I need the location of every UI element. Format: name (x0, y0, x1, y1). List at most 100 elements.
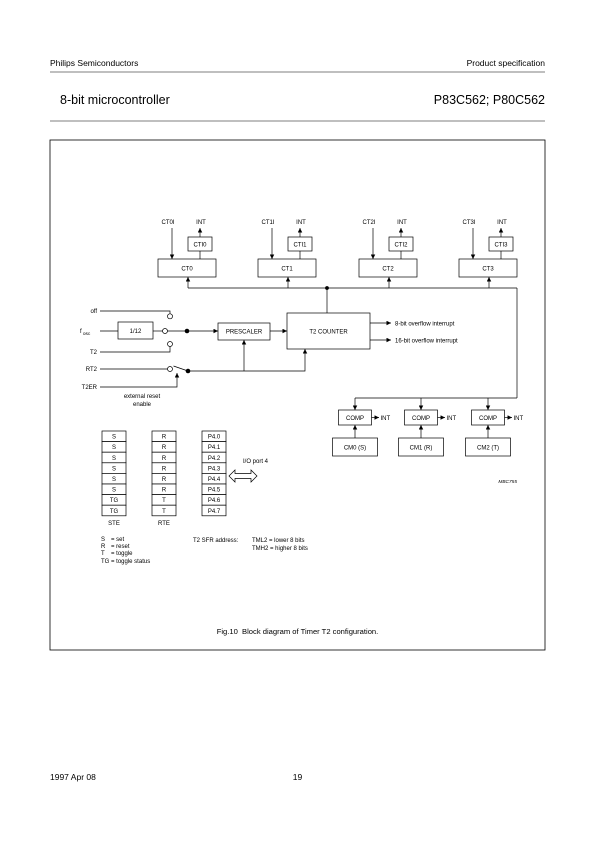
footer-date: 1997 Apr 08 (50, 772, 96, 782)
legend-text: = set (111, 537, 125, 543)
rte-cell-label: R (162, 477, 167, 483)
ste-cell-label: S (112, 435, 116, 441)
port4-cell-label: P4.3 (208, 466, 221, 472)
fosc-label: fosc (80, 329, 91, 337)
comparator-label: COMP (412, 416, 430, 422)
capture-flag-label: CTI0 (193, 243, 207, 249)
capture-flag-label: CTI2 (394, 243, 408, 249)
divider-box (117, 321, 154, 340)
port4-cell-label: P4.1 (208, 445, 221, 451)
off-line (100, 310, 171, 314)
rte-cell-label: R (162, 488, 167, 494)
compare-register-box (398, 437, 444, 457)
legend-key: R (101, 544, 106, 550)
company-name: Philips Semiconductors (50, 58, 138, 68)
legend-text: = toggle status (111, 559, 150, 565)
t2-contact (167, 341, 173, 347)
capture-interrupt-label: INT (296, 220, 306, 226)
rte-cell-label: R (162, 435, 167, 441)
page-header: Philips Semiconductors Product specifica… (50, 58, 546, 122)
off-label: off (90, 309, 97, 315)
legend-text: = toggle (111, 551, 133, 557)
port4-cell (201, 504, 227, 517)
t2-counter-box (286, 312, 371, 350)
reset-logic: RT2 T2ER external reset enable (82, 340, 308, 408)
document-type: Product specification (467, 58, 546, 68)
ste-cell-label: TG (110, 509, 119, 515)
overflow-16bit-label: 16-bit overflow interrupt (395, 339, 458, 345)
rte-cell-label: T (162, 498, 166, 504)
timer-core: PRESCALER T2 COUNTER 8-bit overflow inte… (217, 312, 458, 350)
t2-input-label: T2 (90, 350, 98, 356)
rte-cell-label: R (162, 466, 167, 472)
legend-key: S (101, 537, 105, 543)
legend-key: TG (101, 559, 110, 565)
sfr-label: T2 SFR address: (193, 538, 239, 544)
capture-input-label: CT2I (362, 220, 375, 226)
ste-cell-label: S (112, 466, 116, 472)
capture-interrupt-label: INT (497, 220, 507, 226)
capture-register-label: CT2 (382, 267, 394, 273)
capture-register-label: CT0 (181, 267, 193, 273)
t2er-line (100, 373, 180, 388)
page-footer: 1997 Apr 08 19 (50, 772, 302, 782)
rt2-contact (167, 366, 173, 372)
compare-register-label: CM0 (S) (344, 446, 366, 452)
reset-enable-note-line1: external reset (124, 394, 161, 400)
capture-input-label: CT0I (161, 220, 174, 226)
register-tables: SSSSSSTGTGRRRRRRTTP4.0P4.1P4.2P4.3P4.4P4… (101, 430, 227, 517)
comparator-label: COMP (346, 416, 364, 422)
ste-cell-label: S (112, 488, 116, 494)
sfr-high-byte: TMH2 = higher 8 bits (252, 546, 308, 552)
compare-unit-cm1: COMP INT CM1 (R) (398, 398, 457, 457)
page-number: 19 (293, 772, 303, 782)
figure-code: MBC755 (498, 479, 517, 485)
capture-interrupt-label: INT (397, 220, 407, 226)
compare-unit-cm2: COMP INT CM2 (T) (465, 398, 524, 457)
off-contact (167, 313, 173, 320)
prescaler-label: PRESCALER (226, 330, 263, 336)
t2er-label: T2ER (82, 385, 98, 391)
capture-flag-label: CTI1 (293, 243, 307, 249)
capture-input-label: CT3I (462, 220, 475, 226)
counter-bus (188, 286, 518, 399)
port4-label: I/O port 4 (243, 459, 269, 465)
capture-unit-ct0: CT0I INT CTI0 CT0 (157, 220, 217, 288)
compare-register-label: CM1 (R) (410, 446, 433, 452)
port4-table: P4.0P4.1P4.2P4.3P4.4P4.5P4.6P4.7 (201, 430, 227, 517)
port4-io: I/O port 4 (228, 459, 269, 483)
capture-unit-ct1: CT1I INT CTI1 CT1 (257, 220, 317, 288)
rte-cell-label: T (162, 509, 166, 515)
clock-selector: off fosc 1/12 T2 (80, 309, 218, 356)
figure-caption: Fig.10 Block diagram of Timer T2 configu… (217, 627, 379, 636)
bit-legend: S = set R = reset T = toggle TG = toggle… (101, 537, 150, 565)
ste-cell-label: TG (110, 498, 119, 504)
port4-cell-label: P4.5 (208, 488, 221, 494)
rte-cell-label: R (162, 456, 167, 462)
divider-label: 1/12 (130, 329, 142, 335)
legend-key: T (101, 551, 105, 557)
compare-register-box (465, 437, 511, 457)
t2-input-line (100, 346, 171, 353)
capture-register-label: CT3 (482, 267, 494, 273)
reset-to-counter-line (188, 349, 308, 372)
comparator-label: COMP (479, 416, 497, 422)
ste-cell (101, 504, 127, 517)
port4-cell-label: P4.2 (208, 456, 221, 462)
overflow-8bit-label: 8-bit overflow interrupt (395, 322, 455, 328)
capture-interrupt-label: INT (196, 220, 206, 226)
reset-switch-lever (173, 365, 189, 372)
capture-unit-ct3: CT3I INT CTI3 CT3 (458, 220, 518, 288)
ste-cell-label: S (112, 445, 116, 451)
port4-cell-label: P4.7 (208, 509, 221, 515)
ste-cell-label: S (112, 456, 116, 462)
part-numbers: P83C562; P80C562 (434, 93, 545, 107)
rt2-label: RT2 (86, 367, 98, 373)
compare-unit-cm0: COMP INT CM0 (S) (332, 398, 391, 457)
product-title: 8-bit microcontroller (60, 93, 170, 107)
legend-text: = reset (111, 544, 130, 550)
figure-frame (49, 139, 546, 651)
compare-interrupt-label: INT (381, 416, 391, 422)
